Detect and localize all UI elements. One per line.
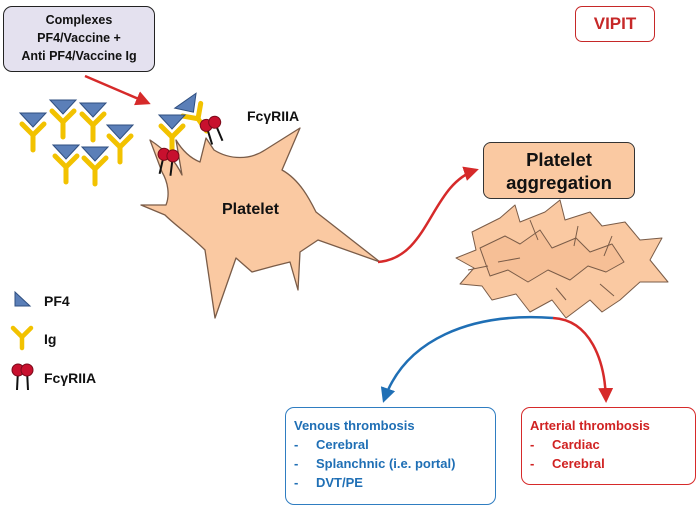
binding-arrow [84, 74, 151, 106]
arterial-item: -Cardiac [530, 437, 600, 452]
venous-arrow [380, 316, 554, 403]
arterial-thrombosis-box: Arterial thrombosis -Cardiac -Cerebral [521, 407, 696, 485]
arterial-arrow [552, 316, 614, 403]
platelet-label: Platelet [222, 201, 280, 218]
vipit-label: VIPIT [575, 6, 655, 42]
immune-complex-group [20, 100, 133, 184]
pf4-triangle-icon [14, 290, 32, 307]
fcgriia-receptor-icon [11, 363, 34, 391]
complexes-line-3: Anti PF4/Vaccine Ig [21, 49, 137, 63]
complexes-line-1: Complexes [45, 13, 113, 27]
receptor-label: FcγRIIA [247, 108, 299, 124]
arterial-title: Arterial thrombosis [530, 418, 650, 433]
complexes-box: Complexes PF4/Vaccine + Anti PF4/Vaccine… [3, 6, 155, 72]
legend: PF4 Ig FcγRIIA [10, 290, 96, 391]
aggregation-line-1: Platelet [526, 149, 592, 170]
venous-thrombosis-box: Venous thrombosis -Cerebral -Splanchnic … [285, 407, 496, 505]
platelet-shape [140, 127, 381, 319]
aggregation-line-2: aggregation [506, 172, 612, 193]
venous-title: Venous thrombosis [294, 418, 415, 433]
aggregation-arrow [377, 166, 479, 264]
venous-item: -Cerebral [294, 437, 369, 452]
venous-item: -DVT/PE [294, 475, 363, 490]
legend-label-fcgriia: FcγRIIA [44, 370, 96, 386]
venous-item: -Splanchnic (i.e. portal) [294, 456, 456, 471]
legend-label-pf4: PF4 [44, 293, 70, 309]
arterial-item: -Cerebral [530, 456, 605, 471]
platelet-aggregate [455, 199, 669, 319]
platelet-aggregation-box: Platelet aggregation [483, 142, 635, 199]
complexes-line-2: PF4/Vaccine + [37, 31, 121, 45]
legend-label-ig: Ig [44, 331, 56, 347]
ig-y-icon [10, 325, 34, 351]
